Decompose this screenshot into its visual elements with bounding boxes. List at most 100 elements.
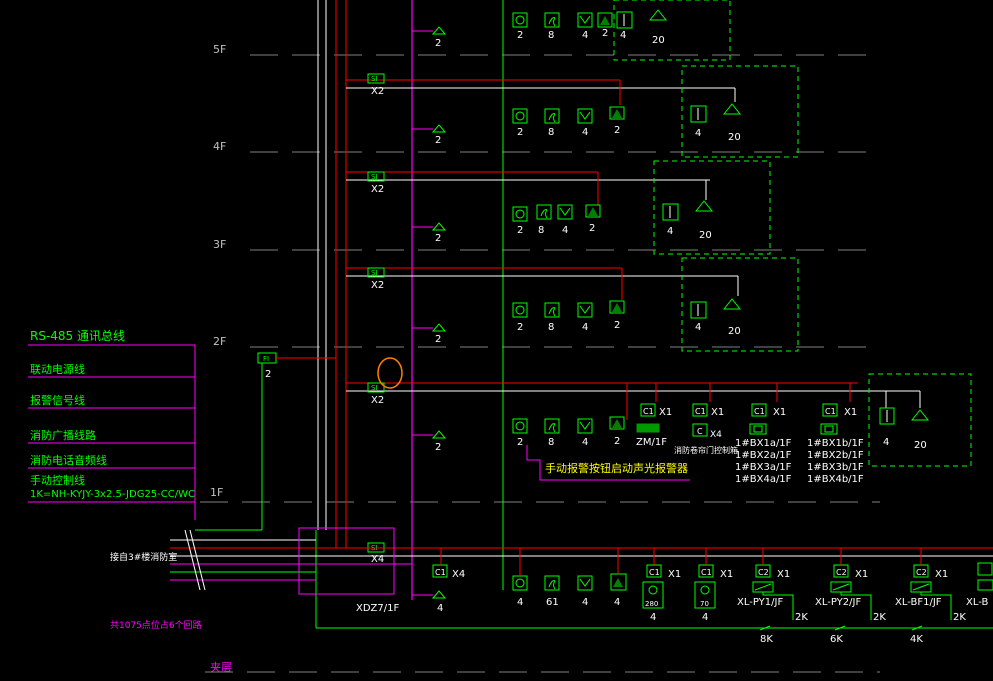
heat-count: 8 bbox=[548, 30, 554, 41]
pump-icon bbox=[642, 581, 664, 609]
manual-count: 4 bbox=[582, 30, 588, 41]
heat-count: 8 bbox=[548, 437, 554, 448]
bx-a-label: 1#BX3a/1F bbox=[735, 462, 792, 473]
box-count: 4 bbox=[667, 226, 673, 237]
alarm-bell-icon bbox=[609, 106, 625, 120]
legend-item: 消防电话音频线 bbox=[30, 453, 107, 467]
floor-branch-2f bbox=[346, 382, 921, 420]
device-row-5f: 2 8 4 2 4 20 bbox=[512, 9, 668, 46]
heat-detector-icon bbox=[536, 204, 552, 220]
smoke-count: 2 bbox=[517, 225, 523, 236]
manual-call-point-icon bbox=[577, 108, 593, 124]
x4-label: X4 bbox=[452, 569, 465, 580]
c1-module-box bbox=[640, 403, 656, 417]
bx-b-label: 1#BX4b/1F bbox=[807, 474, 864, 485]
floor-label-2f: 2F bbox=[213, 335, 226, 348]
floor-label-3f: 3F bbox=[213, 238, 226, 251]
manual-count: 4 bbox=[582, 597, 588, 608]
c2-label: C2 bbox=[916, 568, 927, 577]
fire-box-icon bbox=[690, 105, 707, 123]
si-box-1f: SI X4 bbox=[367, 542, 385, 565]
smoke-count: 2 bbox=[517, 30, 523, 41]
horn-count: 20 bbox=[728, 326, 741, 337]
smoke-count: 2 bbox=[517, 322, 523, 333]
c1-module-box bbox=[432, 564, 448, 578]
xl-label: XL-BF1/JF bbox=[895, 597, 942, 608]
box-count: 4 bbox=[695, 322, 701, 333]
manual-count: 4 bbox=[582, 127, 588, 138]
horn-count: 20 bbox=[652, 35, 665, 46]
1f-drops bbox=[440, 548, 922, 576]
speaker-4f: 2 bbox=[412, 124, 447, 146]
horn-strobe-icon bbox=[910, 409, 930, 421]
alarm-count: 2 bbox=[589, 223, 595, 234]
fi-module: FI 2 bbox=[195, 352, 336, 531]
bottom-note: 共1075点位占6个回路 bbox=[110, 619, 202, 631]
c1-label: C1 bbox=[649, 568, 660, 577]
room-label: 接自3#楼消防室 bbox=[110, 551, 177, 563]
legend-item: 消防广播线路 bbox=[30, 428, 96, 442]
bx-b-label: 1#BX3b/1F bbox=[807, 462, 864, 473]
horn-strobe-icon bbox=[694, 200, 714, 212]
device-row-3f: 2 8 4 2 4 20 bbox=[512, 200, 714, 241]
x1-label: X1 bbox=[935, 569, 948, 580]
c2-label: C2 bbox=[758, 568, 769, 577]
speakers: 2 2 2 2 2 4 bbox=[412, 26, 447, 614]
speaker-count: 4 bbox=[437, 603, 443, 614]
manual-call-point-icon bbox=[577, 575, 593, 591]
heat-count: 61 bbox=[546, 597, 559, 608]
c1-label: C1 bbox=[695, 407, 706, 416]
pump-value: 280 bbox=[645, 600, 658, 608]
device-row-2f-upper: 2 8 4 2 4 20 bbox=[512, 298, 742, 337]
legend-item: RS-485 通讯总线 bbox=[30, 329, 125, 343]
bottom-k-label: 4K bbox=[910, 634, 923, 645]
smoke-detector-icon bbox=[512, 302, 528, 318]
bottom-k-label: 6K bbox=[830, 634, 843, 645]
smoke-count: 2 bbox=[517, 127, 523, 138]
c1-module-box bbox=[822, 403, 838, 417]
c-label: C bbox=[697, 427, 703, 436]
c2-module-box bbox=[977, 562, 993, 576]
si-box-label: SI bbox=[371, 173, 378, 181]
smoke-detector-icon bbox=[512, 418, 528, 434]
smoke-detector-icon bbox=[512, 108, 528, 124]
smoke-count: 4 bbox=[517, 597, 523, 608]
horn-count: 20 bbox=[914, 440, 927, 451]
manual-call-point-icon bbox=[557, 204, 573, 220]
si-box-5f: SI X2 bbox=[367, 73, 385, 97]
x2-label: X2 bbox=[371, 86, 384, 97]
fire-box-icon bbox=[690, 301, 707, 319]
xdz-cabinet bbox=[298, 527, 395, 595]
manual-alarm-note: 手动报警按钮启动声光报警器 bbox=[526, 445, 690, 481]
x2-label: X2 bbox=[371, 280, 384, 291]
bx-a-label: 1#BX2a/1F bbox=[735, 450, 792, 461]
alarm-bell-icon bbox=[597, 12, 613, 28]
speaker-3f: 2 bbox=[412, 222, 447, 244]
pump-icon bbox=[694, 581, 716, 609]
legend-item: 报警信号线 bbox=[30, 393, 85, 407]
highlight-circle bbox=[377, 357, 403, 389]
floor-label-5f: 5F bbox=[213, 43, 226, 56]
x1-label: X1 bbox=[711, 407, 724, 418]
vertical-trunks bbox=[315, 0, 993, 629]
legend-item: 联动电源线 bbox=[30, 362, 85, 376]
smoke-count: 2 bbox=[517, 437, 523, 448]
bx-b-label: 1#BX1b/1F bbox=[807, 438, 864, 449]
xl-label: XL-PY1/JF bbox=[737, 597, 783, 608]
c1-label: C1 bbox=[643, 407, 654, 416]
horn-count: 20 bbox=[699, 230, 712, 241]
alarm-count: 2 bbox=[614, 320, 620, 331]
speaker-2f: 2 bbox=[412, 430, 447, 453]
c1-label: C1 bbox=[825, 407, 836, 416]
incoming-bus: 接自3#楼消防室 bbox=[110, 529, 993, 591]
floor-labels: 5F 4F 3F 2F 1F 夹层 bbox=[210, 43, 232, 674]
device-row-2f: 2 8 4 2 C1 X1 ZM/1F C1 X1 C X4 消防卷帘门控制箱 … bbox=[512, 403, 930, 485]
bx-a-label: 1#BX4a/1F bbox=[735, 474, 792, 485]
device-row-4f: 2 8 4 2 4 20 bbox=[512, 103, 742, 143]
xl-label: XL-PY2/JF bbox=[815, 597, 861, 608]
heat-detector-icon bbox=[544, 302, 560, 318]
legend: RS-485 通讯总线 联动电源线 报警信号线 消防广播线路 消防电话音频线 手… bbox=[28, 329, 196, 520]
heat-detector-icon bbox=[544, 108, 560, 124]
si-box-3f: SI X2 bbox=[367, 267, 385, 291]
